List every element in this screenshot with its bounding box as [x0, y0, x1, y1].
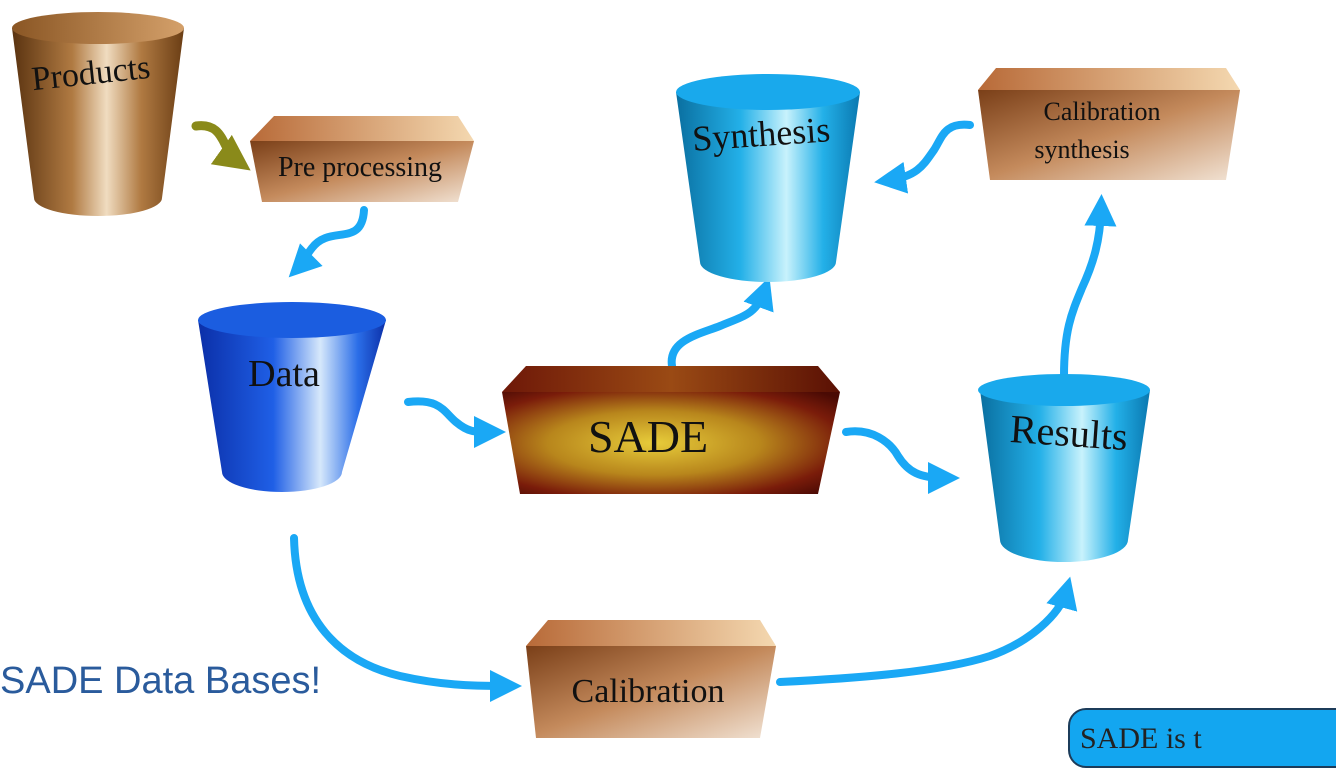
data-flow-diagram: Products Pre processing Data SADE Synthe…	[12, 12, 1240, 738]
data-cylinder: Data	[198, 302, 386, 492]
arrow-calibration-synthesis-to-synthesis	[874, 120, 974, 194]
calibration-synthesis-label-line2: synthesis	[1034, 135, 1129, 164]
slide-caption: SADE Data Bases!	[0, 660, 322, 702]
calibration-synthesis-label-line1: Calibration	[1044, 97, 1161, 126]
arrow-results-to-calibration-synthesis	[1060, 194, 1117, 380]
results-label: Results	[1009, 406, 1130, 459]
callout-text: SADE is t	[1080, 722, 1202, 755]
synthesis-cylinder: Synthesis	[676, 74, 860, 282]
arrow-data-to-calibration	[290, 534, 522, 702]
results-cylinder: Results	[978, 374, 1150, 562]
arrow-products-to-preprocessing	[191, 121, 251, 171]
synthesis-label: Synthesis	[691, 109, 831, 159]
arrow-calibration-to-results	[776, 576, 1078, 686]
arrow-sade-to-synthesis	[667, 276, 774, 370]
calibration-label: Calibration	[572, 673, 725, 710]
products-cylinder: Products	[12, 12, 184, 216]
arrow-data-to-sade	[404, 397, 506, 448]
calibration-synthesis-box: Calibration synthesis	[978, 68, 1240, 180]
callout-box: SADE is t	[1068, 708, 1336, 768]
preprocessing-box: Pre processing	[250, 116, 474, 202]
sade-box: SADE	[502, 366, 840, 494]
arrow-preprocessing-to-data	[288, 206, 368, 278]
preprocessing-label: Pre processing	[278, 152, 442, 183]
arrow-sade-to-results	[842, 427, 960, 494]
data-label: Data	[248, 353, 320, 395]
sade-label: SADE	[588, 411, 708, 462]
calibration-box: Calibration	[526, 620, 776, 738]
